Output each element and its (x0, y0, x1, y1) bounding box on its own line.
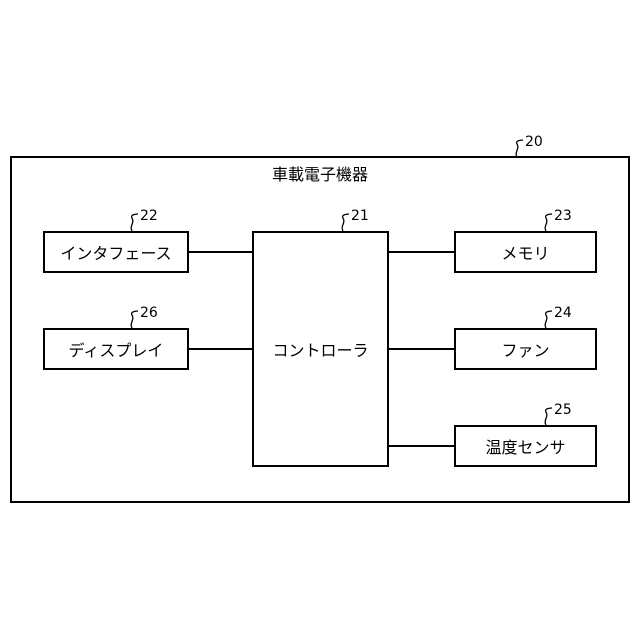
display-label: ディスプレイ (69, 337, 164, 361)
temp-sensor-label: 温度センサ (485, 434, 565, 458)
memory-block: メモリ (454, 231, 597, 273)
leader-26 (131, 311, 138, 328)
fan-block: ファン (454, 328, 597, 370)
ref-22: 22 (140, 208, 158, 224)
memory-label: メモリ (501, 240, 549, 264)
controller-block: コントローラ (252, 231, 389, 467)
temp-sensor-block: 温度センサ (454, 425, 597, 467)
ref-24: 24 (554, 305, 572, 321)
controller-label: コントローラ (272, 337, 368, 361)
ref-21: 21 (351, 208, 369, 224)
leader-21 (342, 214, 349, 231)
display-block: ディスプレイ (43, 328, 189, 370)
leader-22 (131, 214, 138, 231)
leader-24 (545, 311, 552, 328)
ref-25: 25 (554, 402, 572, 418)
leader-23 (545, 214, 552, 231)
leader-20 (516, 140, 523, 157)
ref-23: 23 (554, 208, 572, 224)
leader-25 (545, 408, 552, 425)
interface-label: インタフェース (60, 240, 171, 264)
ref-26: 26 (140, 305, 158, 321)
ref-20: 20 (525, 134, 543, 150)
interface-block: インタフェース (43, 231, 189, 273)
fan-label: ファン (501, 337, 549, 361)
